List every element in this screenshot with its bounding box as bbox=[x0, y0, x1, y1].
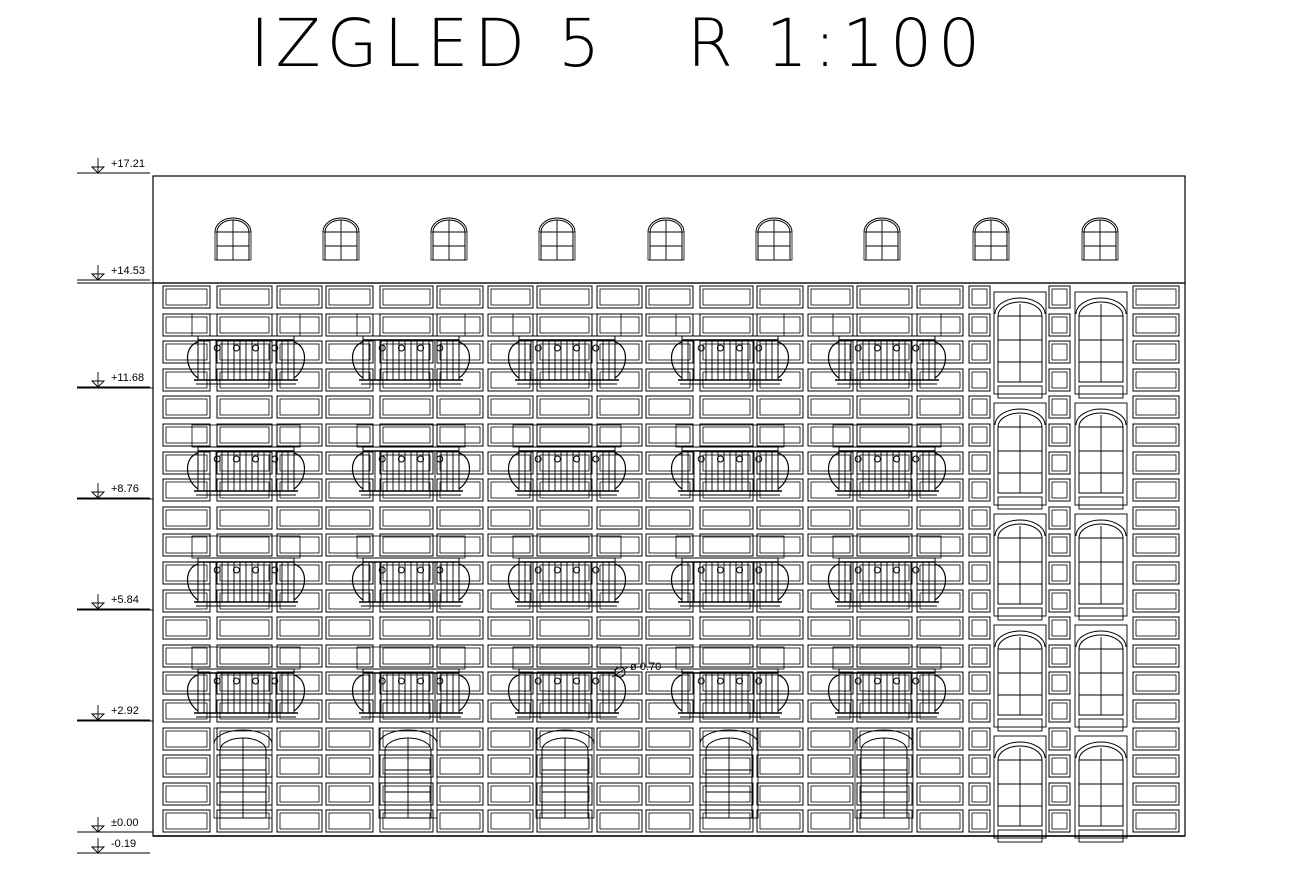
balcony bbox=[186, 313, 306, 385]
level-label: +17.21 bbox=[111, 158, 145, 170]
arched-window bbox=[993, 291, 1047, 399]
drawing-title: IZGLED 5 R 1:100 bbox=[250, 5, 987, 82]
level-label: -0.19 bbox=[111, 838, 136, 850]
arched-window bbox=[1074, 624, 1128, 732]
level-label: +5.84 bbox=[111, 594, 139, 606]
arched-window bbox=[1074, 402, 1128, 510]
balcony bbox=[827, 646, 947, 718]
balcony bbox=[186, 535, 306, 607]
roof-window bbox=[755, 217, 793, 261]
roof-windows bbox=[214, 217, 1119, 261]
balcony bbox=[507, 424, 627, 496]
arched-door bbox=[378, 727, 438, 819]
level-label: +2.92 bbox=[111, 705, 139, 717]
level-marker: +14.53 bbox=[77, 265, 150, 281]
level-marker: +2.92 bbox=[77, 705, 150, 721]
balcony bbox=[670, 646, 790, 718]
facade-wall bbox=[152, 282, 1186, 837]
level-marker: -0.19 bbox=[77, 838, 150, 854]
arched-door bbox=[213, 727, 273, 819]
roof-window bbox=[430, 217, 468, 261]
level-marker: +11.68 bbox=[77, 372, 150, 388]
arched-window bbox=[1074, 291, 1128, 399]
balcony bbox=[507, 535, 627, 607]
balconies bbox=[186, 313, 947, 718]
balcony bbox=[186, 424, 306, 496]
arched-door bbox=[854, 727, 914, 819]
arched-window bbox=[993, 624, 1047, 732]
level-label: +8.76 bbox=[111, 483, 139, 495]
balcony bbox=[186, 646, 306, 718]
ground-arched-doors bbox=[213, 727, 914, 819]
balcony bbox=[351, 646, 471, 718]
balcony bbox=[827, 424, 947, 496]
arched-window bbox=[993, 735, 1047, 843]
roof-window bbox=[214, 217, 252, 261]
balcony bbox=[351, 424, 471, 496]
roof-window bbox=[538, 217, 576, 261]
balcony bbox=[827, 313, 947, 385]
balcony bbox=[670, 535, 790, 607]
balcony bbox=[827, 535, 947, 607]
roof-window bbox=[863, 217, 901, 261]
arched-window bbox=[1074, 735, 1128, 843]
balcony bbox=[507, 313, 627, 385]
roof-window bbox=[972, 217, 1010, 261]
arched-window bbox=[993, 402, 1047, 510]
diameter-annotation: ø 0.70 bbox=[611, 661, 661, 678]
level-label: ±0.00 bbox=[111, 817, 138, 829]
arched-door bbox=[535, 727, 595, 819]
arched-door bbox=[699, 727, 759, 819]
level-markers: +17.21 +14.53 +11.68 +8.76 +5.84 +2.92 ±0.00 -0… bbox=[77, 158, 153, 854]
roof-window bbox=[322, 217, 360, 261]
diameter-label: ø 0.70 bbox=[630, 661, 661, 673]
level-marker: +8.76 bbox=[77, 483, 150, 499]
balcony bbox=[351, 535, 471, 607]
arched-window bbox=[1074, 513, 1128, 621]
balcony bbox=[351, 313, 471, 385]
level-label: +11.68 bbox=[111, 372, 144, 384]
arched-window bbox=[993, 513, 1047, 621]
roof-window bbox=[1081, 217, 1119, 261]
level-label: +14.53 bbox=[111, 265, 145, 277]
balcony bbox=[670, 424, 790, 496]
level-marker: ±0.00 bbox=[77, 817, 150, 833]
right-tower bbox=[968, 285, 1180, 843]
balcony bbox=[507, 646, 627, 718]
balcony bbox=[670, 313, 790, 385]
level-marker: +17.21 bbox=[77, 158, 150, 174]
roof-window bbox=[647, 217, 685, 261]
level-marker: +5.84 bbox=[77, 594, 150, 610]
attic-roof bbox=[152, 175, 1186, 284]
